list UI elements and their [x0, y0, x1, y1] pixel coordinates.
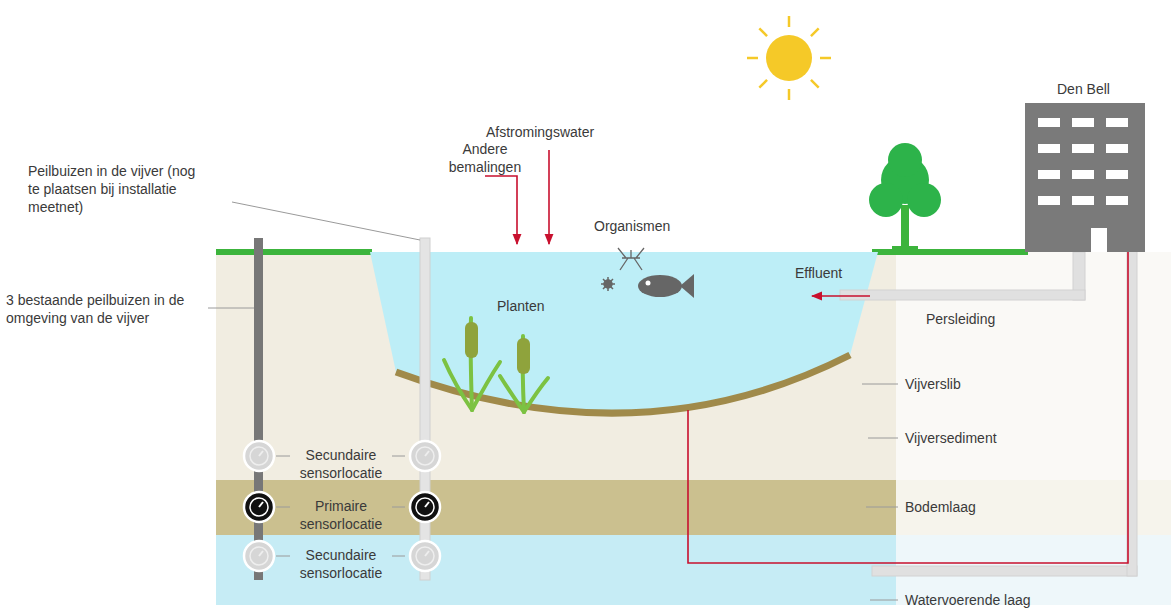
- sun-ray: [811, 80, 819, 88]
- planned-well: [420, 238, 430, 580]
- label: Primaire sensorlocatie: [291, 497, 391, 533]
- label: Afstromingswater: [486, 123, 594, 141]
- sun-ray: [788, 16, 791, 27]
- label: Vijverslib: [905, 375, 961, 393]
- pond-sediment: [216, 252, 896, 480]
- sun: [747, 16, 831, 100]
- label: Effluent: [795, 264, 842, 282]
- building: [1025, 103, 1145, 252]
- window: [1038, 196, 1060, 205]
- window: [1072, 196, 1094, 205]
- sun-ray: [747, 57, 758, 60]
- window: [1106, 170, 1128, 179]
- water-strider: [618, 248, 644, 270]
- sun-ray: [759, 28, 767, 36]
- leader-lines: [208, 202, 1130, 600]
- sensor: [244, 541, 274, 571]
- pipes: [840, 236, 1137, 576]
- runoff-flow: [548, 150, 550, 244]
- window: [1038, 118, 1060, 127]
- label: Secundaire sensorlocatie: [291, 446, 391, 482]
- pond-sludge: [396, 355, 850, 413]
- sun-ray: [759, 80, 767, 88]
- sun-ray: [811, 28, 819, 36]
- window: [1106, 144, 1128, 153]
- sensor: [410, 541, 440, 571]
- label: Peilbuizen in de vijver (nog te plaatsen…: [28, 162, 208, 216]
- water-organism: [601, 277, 615, 291]
- label: Den Bell: [1057, 80, 1110, 98]
- window: [1038, 170, 1060, 179]
- label: Organismen: [594, 217, 670, 235]
- label: Bodemlaag: [905, 498, 976, 516]
- window: [1072, 118, 1094, 127]
- sensor: [410, 441, 440, 471]
- cattail: [517, 338, 530, 374]
- aquifer: [216, 535, 896, 605]
- pond-water: [370, 252, 878, 413]
- label: Vijversediment: [905, 429, 997, 447]
- label: Persleiding: [926, 310, 995, 328]
- label: Secundaire sensorlocatie: [291, 546, 391, 582]
- window: [1106, 196, 1128, 205]
- existing-well: [254, 238, 263, 580]
- other-drainage-flow: [485, 176, 517, 244]
- window: [1106, 118, 1128, 127]
- sensor: [410, 492, 440, 522]
- pumping-flow: [688, 234, 1128, 563]
- sun-ray: [820, 57, 831, 60]
- window: [1038, 144, 1060, 153]
- tree: [869, 143, 941, 251]
- grass: [216, 249, 372, 255]
- sensor: [244, 492, 274, 522]
- soil-layer: [216, 480, 896, 535]
- cattail: [465, 322, 478, 358]
- fish: [638, 274, 694, 298]
- label: Watervoerende laag: [905, 591, 1031, 609]
- sensor: [244, 441, 274, 471]
- sun-ray: [788, 89, 791, 100]
- plants: [444, 318, 548, 412]
- effluent-flow: [812, 295, 870, 297]
- label: 3 bestaande peilbuizen in de omgeving va…: [6, 291, 206, 327]
- label: Planten: [497, 297, 544, 315]
- label: Andere bemalingen: [445, 140, 525, 176]
- window: [1072, 170, 1094, 179]
- window: [1072, 144, 1094, 153]
